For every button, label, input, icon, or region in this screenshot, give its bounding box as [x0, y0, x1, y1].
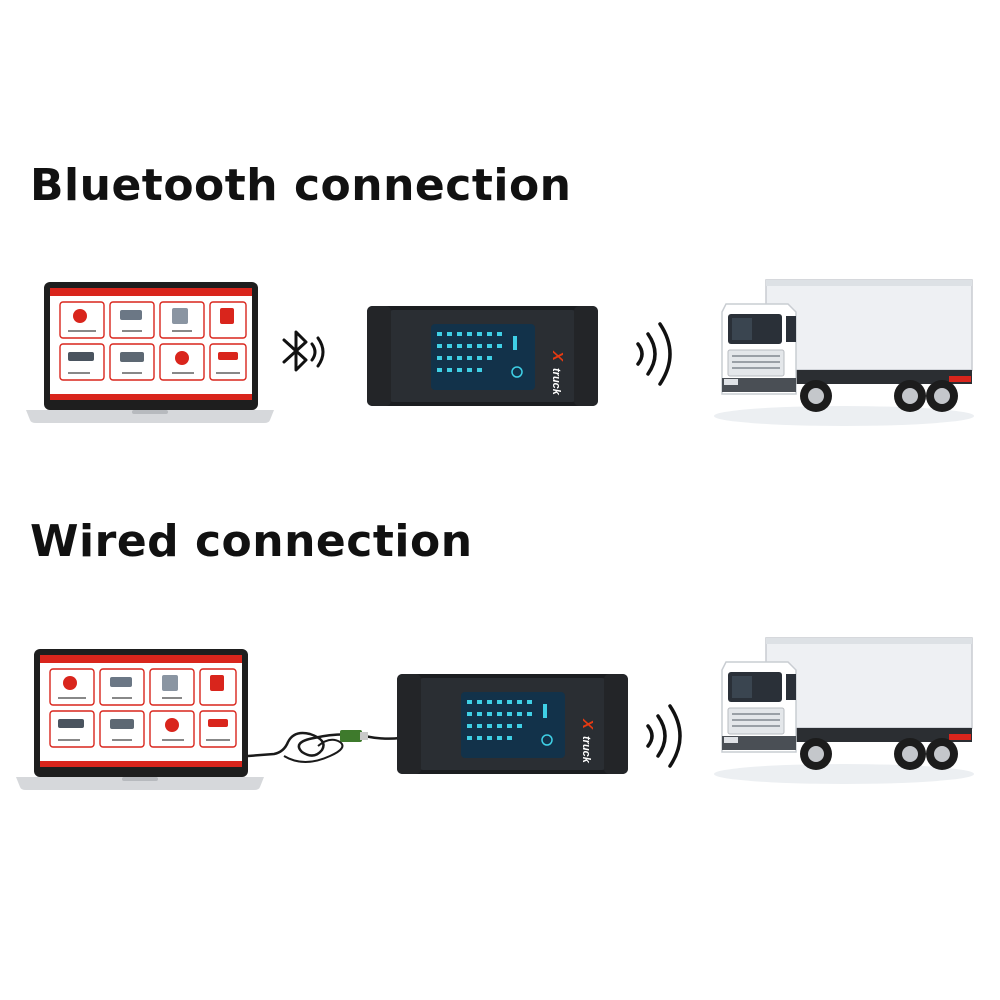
brand-mark: X	[549, 350, 566, 362]
brand-name: truck	[550, 368, 562, 396]
laptop	[24, 282, 276, 427]
laptop	[14, 649, 266, 794]
brand-mark: X	[579, 718, 596, 730]
wired-heading: Wired connection	[30, 516, 473, 567]
bluetooth-section: Bluetooth connection	[0, 0, 1000, 426]
wired-section: Wired connection	[0, 0, 1000, 790]
diagnostic-device: X truck	[367, 306, 598, 406]
brand-name: truck	[580, 736, 592, 764]
truck	[714, 278, 980, 438]
diagnostic-device: X truck	[397, 674, 628, 774]
bluetooth-heading: Bluetooth connection	[30, 160, 572, 211]
wireless-signal-icon	[642, 700, 692, 772]
bluetooth-icon	[276, 324, 332, 380]
wireless-signal-icon	[632, 318, 682, 390]
truck	[714, 636, 980, 796]
usb-cable	[244, 712, 404, 772]
